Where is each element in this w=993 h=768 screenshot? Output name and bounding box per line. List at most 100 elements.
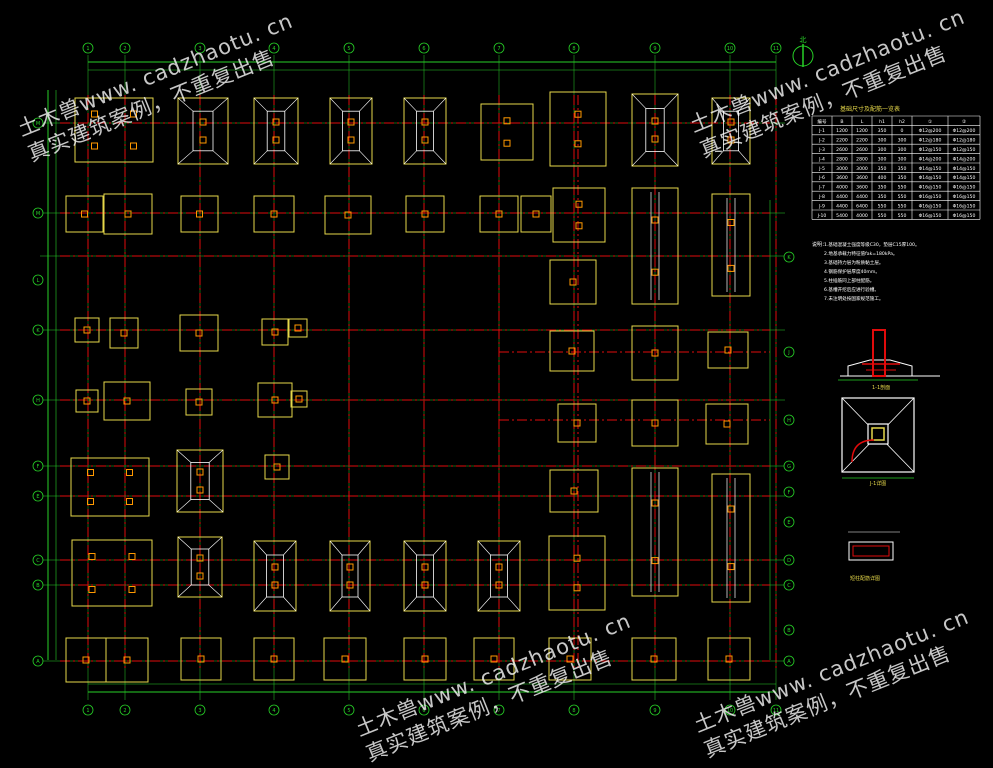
footing-outline	[548, 637, 592, 681]
axis-bubble-circle	[493, 42, 505, 54]
axis-bubble-right: D	[783, 554, 795, 566]
footing	[552, 187, 606, 243]
column-pier	[651, 117, 659, 125]
table-cell: Φ16@150	[953, 213, 976, 219]
column-pier	[574, 110, 582, 118]
footing-step	[490, 554, 508, 598]
table-cell: 300	[898, 156, 907, 162]
footing	[253, 540, 297, 612]
column-pier	[123, 656, 131, 664]
table-cell: 550	[898, 194, 907, 200]
grid-layer	[40, 55, 785, 700]
column-pier	[651, 419, 659, 427]
table-cell: J-10	[817, 213, 827, 219]
footing-slope	[507, 596, 521, 612]
footing-slope	[359, 97, 373, 112]
axis-bubble-top: 4	[268, 42, 280, 54]
column-pier	[82, 656, 90, 664]
axis-bubble-circle	[724, 704, 736, 716]
footing-outline	[473, 637, 515, 681]
table-cell: 300	[898, 138, 907, 144]
footing	[707, 637, 751, 681]
column-pier	[495, 210, 503, 218]
footing	[403, 97, 447, 165]
axis-bubble-top: 11	[770, 42, 782, 54]
footing-slope	[631, 93, 647, 109]
column-pier	[272, 136, 280, 144]
axis-bubble-top: 7	[493, 42, 505, 54]
axis-bubble-label: 3	[198, 46, 201, 52]
axis-bubble-label: 11	[773, 708, 779, 714]
footing-step	[723, 110, 740, 152]
table-cell: 5400	[836, 213, 848, 219]
table-cell: Φ16@150	[953, 185, 976, 191]
axis-bubble-label: 2	[123, 708, 126, 714]
footing-slope	[212, 97, 229, 112]
footing-outline	[179, 314, 219, 352]
axis-bubble-circle	[119, 704, 131, 716]
table-cell: Φ14@150	[953, 175, 976, 181]
axis-bubble-left: L	[32, 274, 44, 286]
axis-bubble-label: 6	[422, 708, 425, 714]
table-cell: 1200	[836, 128, 848, 134]
column-pier	[128, 553, 136, 560]
footing	[288, 318, 308, 338]
footing-outline	[631, 399, 679, 447]
axis-bubble-label: 10	[727, 46, 733, 52]
table-cell: Φ14@150	[919, 175, 942, 181]
axis-bubble-label: 1	[86, 708, 89, 714]
axis-bubble-top: 2	[119, 42, 131, 54]
axis-bubble-label: 4	[272, 46, 275, 52]
footing	[290, 390, 308, 408]
axis-bubble-label: F	[788, 490, 791, 496]
footing	[253, 97, 299, 165]
footing	[70, 457, 150, 517]
axis-bubble-label: 9	[653, 708, 656, 714]
axis-bubble-circle	[783, 346, 795, 358]
column-pier	[271, 396, 279, 404]
column-pier	[727, 136, 735, 144]
axis-bubble-circle	[268, 42, 280, 54]
column-pier	[130, 110, 137, 118]
axis-bubble-label: H	[787, 418, 791, 424]
footing	[75, 389, 99, 413]
table-cell: Φ16@150	[953, 194, 976, 200]
footing-outline	[631, 467, 679, 597]
table-cell: 350	[878, 185, 887, 191]
table-cell: Φ16@150	[919, 213, 942, 219]
axis-bubble-label: 11	[773, 46, 779, 52]
footing-outline	[253, 97, 299, 165]
footing-slope	[253, 540, 267, 556]
footing-outline	[480, 103, 534, 161]
column-pier	[199, 118, 207, 126]
column-pier	[421, 136, 429, 144]
axis-bubble-bottom: 4	[268, 704, 280, 716]
axis-bubble-label: B	[36, 583, 40, 589]
footing-slope	[663, 151, 679, 167]
column-pier	[651, 268, 659, 276]
note-line: 3.基础持力层为粉质黏土层。	[824, 259, 884, 266]
axis-bubble-circle	[343, 704, 355, 716]
footing-slope	[711, 150, 724, 165]
axis-bubble-label: 10	[727, 708, 733, 714]
footing-outline	[180, 637, 222, 681]
footing-outline	[253, 195, 295, 233]
table-cell: Φ16@150	[919, 203, 942, 209]
axis-bubble-circle	[82, 42, 94, 54]
footing-outline	[631, 187, 679, 305]
footing-outline	[549, 259, 597, 305]
footing-outline	[631, 93, 679, 167]
footing	[177, 97, 229, 165]
footing	[631, 93, 679, 167]
table-cell: 3600	[856, 185, 868, 191]
note-line: 2.地基承载力特征值fak=180kPa。	[824, 250, 897, 257]
table-cell: 300	[878, 138, 887, 144]
footing-outline	[74, 97, 154, 163]
table-cell: 350	[878, 194, 887, 200]
footing-outline	[549, 469, 599, 513]
column-pier	[568, 347, 576, 355]
column-pier	[196, 468, 204, 476]
table-cell: 400	[878, 175, 887, 181]
